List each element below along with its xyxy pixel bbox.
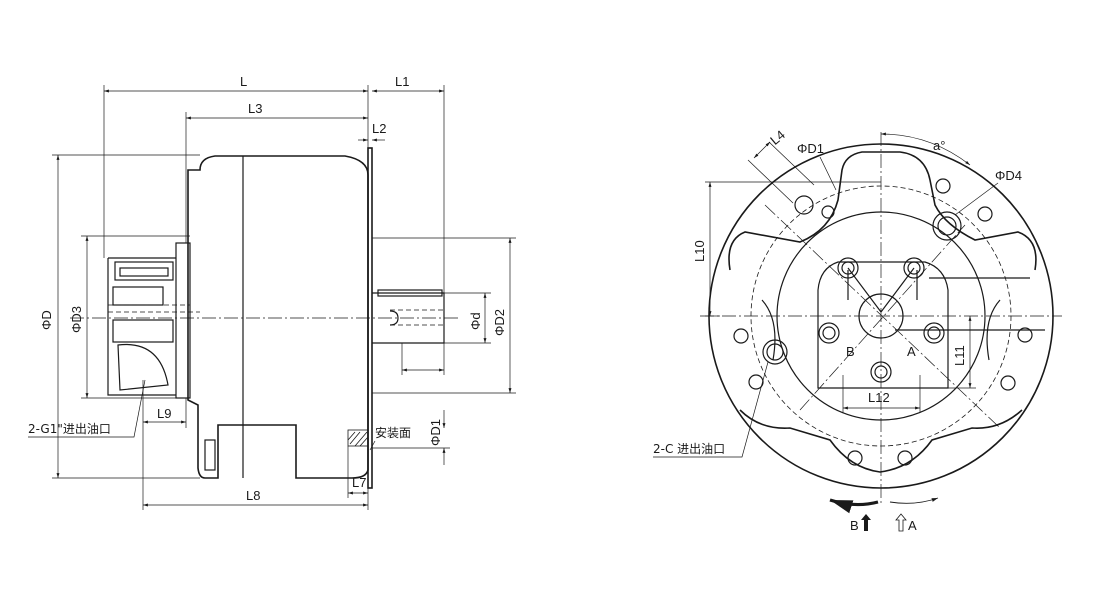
rotation-arrow-B (829, 498, 879, 514)
valve-block (107, 257, 176, 396)
angle-arc (880, 132, 971, 166)
motor-body-outline (187, 155, 369, 479)
rotation-A-label: A (908, 518, 917, 533)
front-view: B A L10 L11 L12 L4 ΦD1 ΦD4 a° 2-C 进出油口 B (653, 127, 1062, 533)
angle-label: a° (933, 138, 945, 153)
center-hub (858, 293, 904, 339)
housing-bolt-holes (733, 178, 1033, 466)
rotation-arrow-A (889, 497, 939, 504)
port-passage-1 (847, 267, 882, 313)
port-C-inner (766, 343, 784, 361)
dim-L-label: L (240, 74, 247, 89)
port-B-label: B (846, 344, 855, 359)
port-C-outer (762, 339, 788, 365)
dim-D1-front-label: ΦD1 (797, 141, 824, 156)
dim-D-label: ΦD (39, 310, 54, 330)
valve-plate-detail (847, 270, 918, 300)
dim-D4-leader (954, 182, 999, 216)
dim-L10-label: L10 (692, 240, 707, 262)
dim-L4-line (753, 141, 771, 159)
port-D4-inner (937, 216, 957, 236)
dim-D1-side-label: ΦD1 (428, 419, 443, 446)
dim-D3-label: ΦD3 (69, 306, 84, 333)
arrow-up-outline-icon (895, 513, 907, 532)
port-fitting-1-inner (119, 267, 169, 277)
mount-face-hatch (347, 429, 369, 447)
dim-L4-ext2 (768, 141, 815, 186)
drain-plug (204, 439, 216, 471)
dim-L8-label: L8 (246, 488, 260, 503)
dim-L4-ext (747, 159, 794, 204)
shaft-bore (390, 309, 444, 326)
dim-L4-label: L4 (767, 127, 788, 148)
housing-bottom-lobes (739, 409, 1023, 473)
port-fitting-3 (112, 319, 174, 343)
arrow-up-filled-icon (861, 514, 871, 531)
port-D4-outer (932, 211, 962, 241)
port-elbow (117, 343, 169, 391)
front-centerline-diag1 (764, 204, 1001, 429)
port-fitting-2 (112, 286, 164, 306)
bolt-pitch-circle (750, 185, 1012, 447)
port-A-label: A (907, 344, 916, 359)
mount-face-leader (369, 440, 376, 451)
housing-side-ribs (761, 299, 1001, 361)
port-passage-2 (880, 267, 915, 313)
valve-bolt-holes (818, 257, 945, 383)
housing-inner-circle (776, 211, 986, 421)
shaft-key (377, 289, 443, 297)
dim-L3-label: L3 (248, 101, 262, 116)
dim-L2-label: L2 (372, 121, 386, 136)
front-port-leader (653, 361, 769, 458)
rotation-B-label: B (850, 518, 859, 533)
housing-top-lobes (728, 151, 1037, 271)
port-fitting-1 (114, 261, 174, 281)
front-port-note: 2-C 进出油口 (653, 442, 725, 456)
shaft-end-detail (389, 310, 399, 326)
dim-D4-label: ΦD4 (995, 168, 1022, 183)
dim-L11-label: L11 (952, 345, 967, 366)
dim-L1-label: L1 (395, 74, 409, 89)
dim-D1-front-leader (819, 156, 837, 191)
dim-L12-label: L12 (868, 390, 890, 405)
side-port-leader (28, 379, 146, 438)
side-port-note: 2-G1"进出油口 (28, 422, 111, 436)
front-centerline-diag2 (799, 224, 966, 411)
mount-face-label: 安装面 (375, 425, 411, 440)
dim-L7-label: L7 (352, 475, 366, 490)
dim-d-label: Φd (468, 312, 483, 330)
dim-D2-label: ΦD2 (492, 309, 507, 336)
side-view: L L1 L3 L2 ΦD ΦD3 ΦD2 Φd ΦD1 安装面 (28, 74, 516, 510)
dim-L9-label: L9 (157, 406, 171, 421)
